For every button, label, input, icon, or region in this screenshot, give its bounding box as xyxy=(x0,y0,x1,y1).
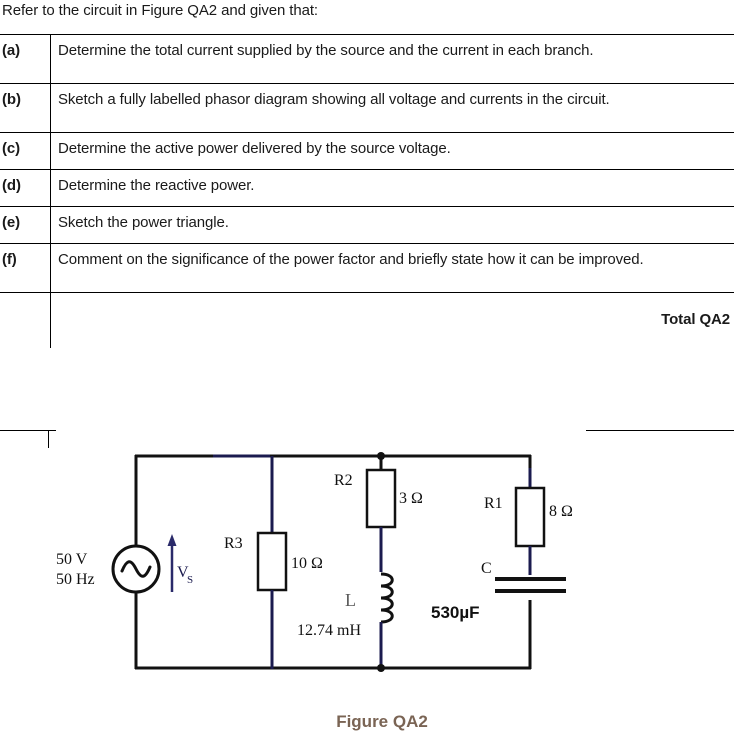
resistor-r3-ref: R3 xyxy=(224,535,243,552)
resistor-r1-ref: R1 xyxy=(484,495,503,512)
question-label-e: (e) xyxy=(0,206,51,244)
question-label-b: (b) xyxy=(0,83,51,133)
question-label-d: (d) xyxy=(0,169,51,207)
capacitor-c-value: 530µF xyxy=(431,603,480,622)
total-qa2-text: Total QA2 xyxy=(50,292,734,348)
table-row: (b) Sketch a fully labelled phasor diagr… xyxy=(0,83,734,133)
junction-dot-bottom xyxy=(377,664,385,672)
total-row-label xyxy=(0,292,51,348)
question-label-c: (c) xyxy=(0,132,51,170)
intro-text: Refer to the circuit in Figure QA2 and g… xyxy=(2,2,318,19)
figure-caption: Figure QA2 xyxy=(336,712,428,731)
question-label-f: (f) xyxy=(0,243,51,293)
source-label-subscript: S xyxy=(187,574,193,586)
table-bottom-rule-left xyxy=(0,430,56,431)
resistor-r2-value: 3 Ω xyxy=(399,490,423,507)
source-label: V xyxy=(177,564,189,581)
source-voltage-arrowhead-icon xyxy=(167,534,177,546)
question-text-c: Determine the active power delivered by … xyxy=(50,132,734,170)
table-row: (e) Sketch the power triangle. xyxy=(0,206,734,244)
resistor-r1-icon xyxy=(514,486,546,548)
question-text-a: Determine the total current supplied by … xyxy=(50,34,734,84)
resistor-r2-icon xyxy=(365,468,397,529)
inductor-l-icon xyxy=(380,572,394,624)
circuit-svg: 50 V 50 Hz V S R3 10 Ω R2 3 Ω L 12.74 m xyxy=(56,452,573,672)
inductor-l-ref: L xyxy=(345,590,356,610)
ac-source-sine-icon xyxy=(120,560,152,578)
table-row: (f) Comment on the significance of the p… xyxy=(0,243,734,293)
resistor-r1-value: 8 Ω xyxy=(549,503,573,520)
table-row: (d) Determine the reactive power. xyxy=(0,169,734,207)
inductor-l-value: 12.74 mH xyxy=(297,622,361,639)
question-text-b: Sketch a fully labelled phasor diagram s… xyxy=(50,83,734,133)
question-text-f: Comment on the significance of the power… xyxy=(50,243,734,293)
table-bottom-rule-right xyxy=(586,430,734,431)
question-table: (a) Determine the total current supplied… xyxy=(0,34,734,348)
resistor-r2-ref: R2 xyxy=(334,472,353,489)
source-frequency-label: 50 Hz xyxy=(56,571,95,588)
capacitor-c-ref: C xyxy=(481,560,492,577)
question-label-a: (a) xyxy=(0,34,51,84)
table-row: (c) Determine the active power delivered… xyxy=(0,132,734,170)
table-divider-tail xyxy=(48,430,49,448)
circuit-diagram: 50 V 50 Hz V S R3 10 Ω R2 3 Ω L 12.74 m xyxy=(0,440,734,750)
question-text-e: Sketch the power triangle. xyxy=(50,206,734,244)
table-row-total: Total QA2 xyxy=(0,292,734,348)
resistor-r3-value: 10 Ω xyxy=(291,555,323,572)
question-text-d: Determine the reactive power. xyxy=(50,169,734,207)
resistor-r3-icon xyxy=(256,531,288,592)
source-voltage-label: 50 V xyxy=(56,551,88,568)
table-row: (a) Determine the total current supplied… xyxy=(0,34,734,84)
junction-dot-top xyxy=(377,452,385,460)
